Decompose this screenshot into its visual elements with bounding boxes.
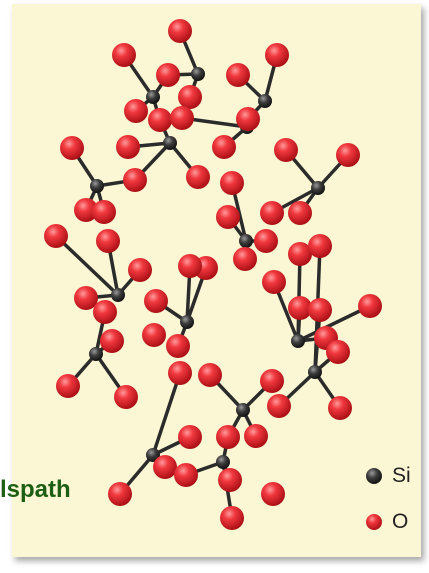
oxygen-atom [156,63,180,87]
oxygen-atom [212,135,236,159]
oxygen-atom [60,136,84,160]
silicon-atom-icon [366,468,382,484]
oxygen-atom [308,298,332,322]
silicon-atom [216,455,230,469]
oxygen-atom-icon [366,514,382,530]
silicon-atom [90,179,104,193]
oxygen-atom [288,201,312,225]
oxygen-atom [178,425,202,449]
legend-item-si: Si [364,453,411,499]
silicon-atom [146,90,160,104]
oxygen-atom [93,300,117,324]
oxygen-atom [265,43,289,67]
silicon-atom [180,315,194,329]
silicon-atom [146,448,160,462]
oxygen-atom [358,294,382,318]
oxygen-atom [74,286,98,310]
oxygen-atom [123,168,147,192]
oxygen-atom [216,425,240,449]
silicon-atom [163,136,177,150]
legend: Si O [364,453,411,545]
oxygen-atom [260,201,284,225]
oxygen-atom [178,254,202,278]
oxygen-atom [267,394,291,418]
oxygen-atom [108,482,132,506]
legend-label-o: O [392,510,409,533]
oxygen-atom [216,205,240,229]
silicon-atom [258,94,272,108]
oxygen-atom [114,385,138,409]
silicon-atom [239,234,253,248]
silicon-atom [291,334,305,348]
oxygen-atom [236,107,260,131]
oxygen-atom [144,289,168,313]
oxygen-atom [44,224,68,248]
oxygen-atom [96,229,120,253]
atom-layer [44,19,382,530]
oxygen-atom [124,99,148,123]
oxygen-atom [288,242,312,266]
oxygen-atom [260,369,284,393]
oxygen-atom [328,396,352,420]
mineral-name-caption: lspath [0,476,71,503]
oxygen-atom [254,229,278,253]
silicon-atom [236,403,250,417]
oxygen-atom [100,329,124,353]
oxygen-atom [170,106,194,130]
oxygen-atom [288,296,312,320]
bond-60 [296,304,372,343]
oxygen-atom [220,506,244,530]
oxygen-atom [92,200,116,224]
oxygen-atom [218,468,242,492]
oxygen-atom [168,19,192,43]
silicon-atom [191,67,205,81]
silicon-atom [111,288,125,302]
bond-28 [54,234,120,297]
legend-item-o: O [364,499,411,545]
oxygen-atom [261,482,285,506]
oxygen-atom [178,85,202,109]
oxygen-atom [168,361,192,385]
silicon-atom [89,347,103,361]
oxygen-atom [308,234,332,258]
oxygen-atom [226,63,250,87]
oxygen-atom [112,43,136,67]
oxygen-atom [274,138,298,162]
oxygen-atom [153,455,177,479]
oxygen-atom [336,143,360,167]
oxygen-atom [166,334,190,358]
oxygen-atom [148,108,172,132]
oxygen-atom [174,463,198,487]
oxygen-atom [74,198,98,222]
legend-label-si: Si [392,464,411,487]
oxygen-atom [244,424,268,448]
oxygen-atom [56,374,80,398]
oxygen-atom [186,165,210,189]
oxygen-atom [116,135,140,159]
bond-52 [151,371,182,457]
oxygen-atom [326,340,350,364]
oxygen-atom [142,323,166,347]
oxygen-atom [198,363,222,387]
oxygen-atom [233,247,257,271]
silicon-atom [311,181,325,195]
oxygen-atom [262,270,286,294]
silicon-atom [308,365,322,379]
oxygen-atom [220,171,244,195]
oxygen-atom [128,258,152,282]
